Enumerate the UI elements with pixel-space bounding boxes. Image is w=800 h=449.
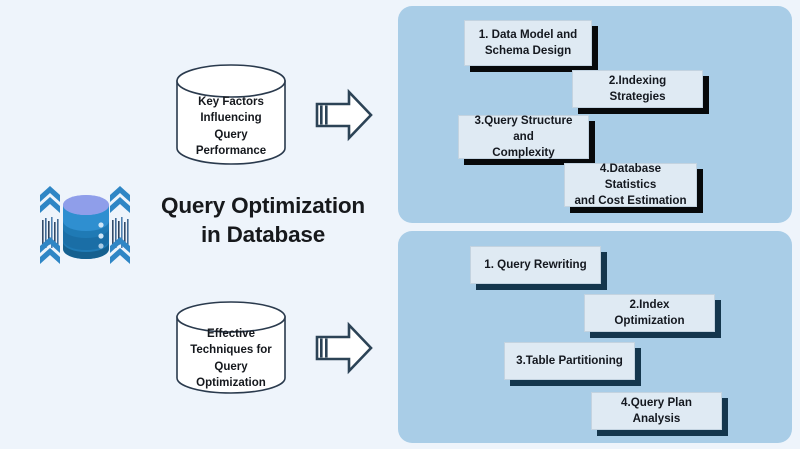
step-line2: Complexity [492, 146, 555, 159]
step-box-index-optimization[interactable]: 2.Index Optimization [584, 294, 715, 332]
step-line1: 3.Query Structure and [474, 114, 573, 144]
techniques-panel: 1. Query Rewriting 2.Index Optimization … [398, 231, 792, 443]
cylinder-icon [176, 64, 286, 165]
chevron-icon [40, 186, 60, 213]
chevron-icon [40, 237, 60, 264]
step-line2: Schema Design [484, 44, 572, 57]
step-box-indexing-strategies[interactable]: 2.Indexing Strategies [572, 70, 703, 108]
title-block: Query Optimization in Database [30, 178, 370, 278]
step-line1: 4.Query Plan Analysis [621, 396, 692, 425]
step-line1: 1. Data Model and [478, 28, 578, 42]
step-line1: 4.Database Statistics [599, 162, 662, 192]
step-box-query-plan-analysis[interactable]: 4.Query Plan Analysis [591, 392, 722, 430]
step-line2: and Cost Estimation [574, 194, 687, 207]
database-cylinder [63, 195, 109, 259]
step-box-data-model[interactable]: 1. Data Model and Schema Design [464, 20, 592, 66]
page-title: Query Optimization in Database [148, 192, 378, 250]
source-cylinder-effective-techniques: Effective Techniques for Query Optimizat… [172, 300, 290, 395]
step-box-table-partitioning[interactable]: 3.Table Partitioning [504, 342, 635, 380]
right-arrow-icon [315, 321, 373, 375]
step-box-database-statistics[interactable]: 4.Database Statistics and Cost Estimatio… [564, 162, 697, 207]
source-cylinder-key-factors: Key Factors Influencing Query Performanc… [172, 62, 290, 167]
step-line1: 2.Index Optimization [614, 298, 685, 327]
database-icon [40, 186, 130, 264]
chevron-icon [110, 237, 130, 264]
factors-panel: 1. Data Model and Schema Design 2.Indexi… [398, 6, 792, 223]
page-title-line2: in Database [200, 221, 326, 247]
step-line1: 2.Indexing Strategies [608, 74, 667, 103]
right-arrow-icon [315, 88, 373, 142]
chevron-icon [110, 186, 130, 213]
step-line1: 3.Table Partitioning [516, 354, 623, 367]
step-line1: 1. Query Rewriting [484, 258, 587, 271]
step-box-query-structure[interactable]: 3.Query Structure and Complexity [458, 114, 589, 159]
step-box-query-rewriting[interactable]: 1. Query Rewriting [470, 246, 601, 284]
page-title-line1: Query Optimization [161, 193, 365, 218]
cylinder-icon [176, 301, 286, 394]
